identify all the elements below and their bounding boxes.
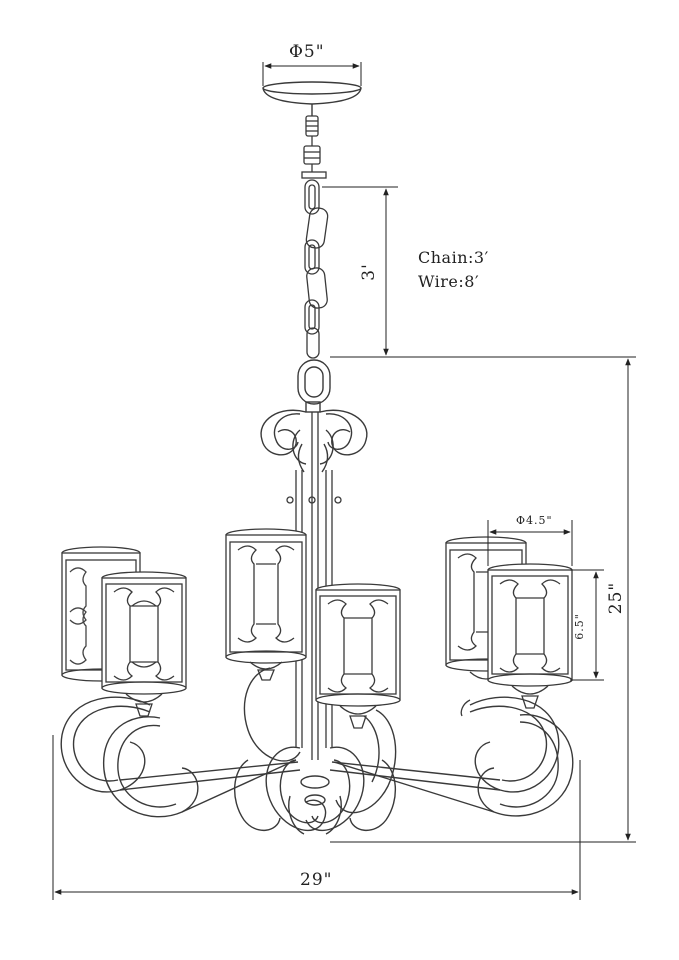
shade-center-back <box>225 528 307 681</box>
wire-connector <box>301 115 327 179</box>
overall-width-dimension-line <box>52 735 581 900</box>
chain-length-label: 3' <box>358 263 379 281</box>
canopy-dimension-line <box>262 62 362 86</box>
body-height-label: 25" <box>606 581 627 615</box>
shade-left-front <box>101 571 187 717</box>
shade-height-dimension-line <box>570 569 604 681</box>
shade-center-front <box>315 583 401 729</box>
arms <box>60 667 574 818</box>
canopy <box>262 81 362 116</box>
shade-diameter-dimension-line <box>487 520 573 566</box>
canopy-diameter-label: Φ5" <box>289 42 325 62</box>
bottom-scroll-cluster <box>233 746 397 835</box>
shade-height-label: 6.5" <box>572 613 586 640</box>
wire-note: Wire:8′ <box>418 272 480 291</box>
chain-note: Chain:3′ <box>418 248 489 267</box>
body-height-dimension-line <box>330 356 636 843</box>
shade-right-front <box>460 563 573 717</box>
shade-diameter-label: Φ4.5" <box>516 514 553 527</box>
chain <box>304 179 329 359</box>
hanging-loop <box>297 359 331 413</box>
top-scroll-crown <box>260 409 368 473</box>
overall-width-label: 29" <box>300 870 333 890</box>
